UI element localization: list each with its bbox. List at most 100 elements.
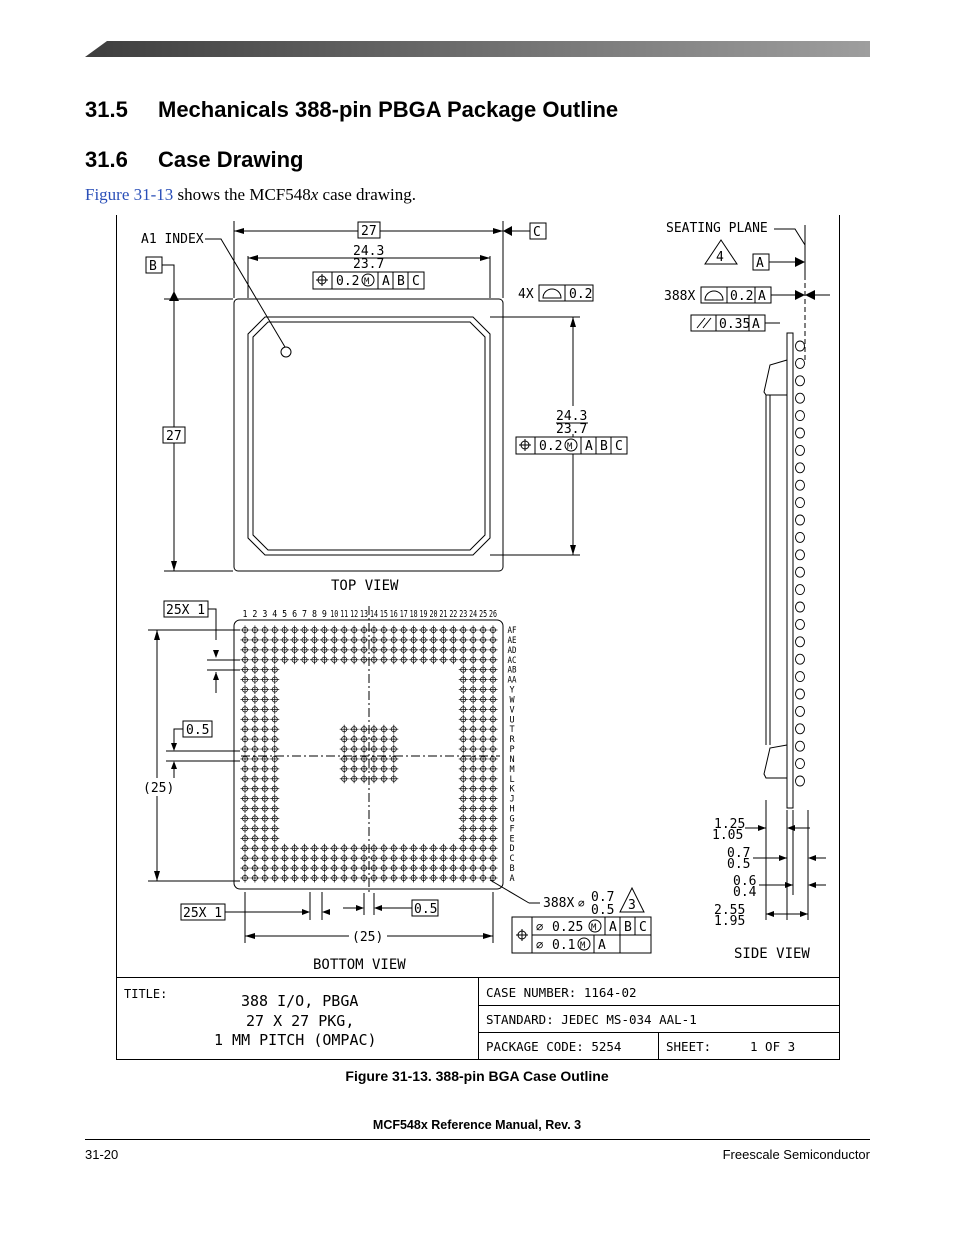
solder-ball	[319, 863, 329, 873]
solder-ball	[458, 863, 468, 873]
solder-ball	[448, 655, 458, 665]
solder-ball	[468, 635, 478, 645]
solder-ball	[240, 645, 250, 655]
solder-ball	[478, 635, 488, 645]
solder-ball	[240, 704, 250, 714]
solder-ball	[240, 873, 250, 883]
dim-27-left: 27	[166, 429, 182, 444]
solder-ball	[349, 645, 359, 655]
side-view-label: SIDE VIEW	[734, 946, 810, 962]
solder-ball	[349, 754, 359, 764]
fcf-tol-top: 0.2	[336, 274, 359, 289]
pitch-bottom-label: 25X 1	[183, 906, 222, 921]
solder-ball	[438, 635, 448, 645]
solder-ball	[339, 645, 349, 655]
solder-ball	[359, 774, 369, 784]
side-solder-ball	[795, 653, 805, 665]
solder-ball	[300, 645, 310, 655]
row-label: C	[509, 854, 514, 864]
section-number: 31.6	[85, 147, 128, 172]
solder-ball	[250, 694, 260, 704]
solder-ball	[468, 784, 478, 794]
solder-ball	[478, 784, 488, 794]
solder-ball	[250, 625, 260, 635]
solder-ball	[458, 784, 468, 794]
solder-ball	[399, 635, 409, 645]
solder-ball	[389, 635, 399, 645]
ball-tol-1-c: C	[639, 920, 647, 935]
solder-ball	[270, 774, 280, 784]
solder-ball	[488, 704, 498, 714]
side-solder-ball	[795, 375, 805, 387]
case-number: CASE NUMBER: 1164-02	[486, 985, 637, 1000]
solder-ball	[260, 873, 270, 883]
intro-italic: x	[310, 185, 319, 204]
solder-ball	[260, 804, 270, 814]
solder-ball	[359, 853, 369, 863]
solder-ball	[250, 764, 260, 774]
solder-ball	[369, 873, 379, 883]
solder-ball	[250, 635, 260, 645]
title-line-3: 1 MM PITCH (OMPAC)	[214, 1031, 377, 1049]
solder-ball	[359, 843, 369, 853]
solder-ball	[250, 863, 260, 873]
figure-link[interactable]: Figure 31-13	[85, 185, 174, 204]
side-dim3-max: 0.6	[733, 874, 756, 889]
solder-ball	[270, 853, 280, 863]
solder-ball	[478, 685, 488, 695]
column-label: 16	[390, 609, 398, 620]
fcf-a-top: A	[382, 274, 390, 289]
solder-ball	[389, 655, 399, 665]
solder-ball	[260, 714, 270, 724]
four-x-value: 0.2	[569, 287, 592, 302]
package-code: PACKAGE CODE: 5254	[486, 1039, 621, 1054]
solder-ball	[240, 853, 250, 863]
solder-ball	[260, 744, 270, 754]
solder-ball	[240, 625, 250, 635]
solder-ball	[270, 734, 280, 744]
column-label: 22	[449, 609, 457, 620]
parallel-datum: A	[752, 317, 760, 332]
solder-ball	[359, 863, 369, 873]
solder-ball	[250, 675, 260, 685]
solder-ball	[419, 873, 429, 883]
side-solder-ball	[795, 497, 805, 509]
solder-ball	[240, 813, 250, 823]
solder-ball	[270, 804, 280, 814]
column-label: 2	[252, 609, 257, 620]
title-label: TITLE:	[124, 987, 167, 1001]
solder-ball	[478, 873, 488, 883]
seating-note: 4	[716, 250, 724, 265]
solder-ball	[240, 714, 250, 724]
solder-ball	[458, 714, 468, 724]
solder-ball	[478, 813, 488, 823]
solder-ball	[488, 823, 498, 833]
fcf-c-right: C	[615, 439, 623, 454]
solder-ball	[329, 873, 339, 883]
row-label: M	[509, 765, 514, 775]
x388-value: 0.2	[730, 289, 753, 304]
solder-ball	[468, 754, 478, 764]
side-solder-ball	[795, 688, 805, 700]
solder-ball	[260, 724, 270, 734]
side-solder-ball	[795, 462, 805, 474]
solder-ball	[478, 863, 488, 873]
side-dim1-min: 1.05	[712, 828, 743, 843]
solder-ball	[300, 655, 310, 665]
solder-ball	[250, 853, 260, 863]
solder-ball	[379, 843, 389, 853]
sheet-label: SHEET:	[666, 1039, 711, 1054]
solder-ball	[389, 754, 399, 764]
solder-ball	[468, 774, 478, 784]
solder-ball	[369, 655, 379, 665]
column-label: 20	[429, 609, 437, 620]
side-solder-ball	[795, 705, 805, 717]
solder-ball	[250, 724, 260, 734]
solder-ball	[260, 675, 270, 685]
solder-ball	[250, 813, 260, 823]
column-label: 26	[489, 609, 497, 620]
solder-ball	[379, 625, 389, 635]
row-label: AA	[508, 676, 517, 686]
solder-ball	[478, 625, 488, 635]
solder-ball	[300, 863, 310, 873]
